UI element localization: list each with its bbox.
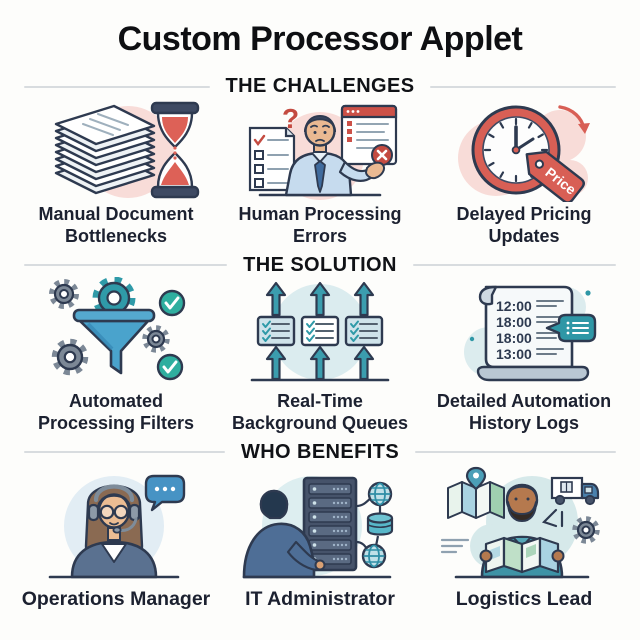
- history-scroll-icon: 12:00 18:00 18:00 13:00: [464, 285, 597, 382]
- item-label: Logistics Lead: [455, 587, 593, 610]
- item-label: Operations Manager: [21, 587, 211, 610]
- log-time: 18:00: [496, 330, 532, 346]
- item-label: Human Processing Errors: [238, 204, 402, 246]
- logistics-lead-icon: [440, 466, 600, 579]
- log-time: 18:00: [496, 314, 532, 330]
- challenge-item-bottlenecks: Manual Document Bottlenecks: [16, 98, 216, 248]
- solution-item-logs: 12:00 18:00 18:00 13:00: [424, 277, 624, 435]
- funnel-gears-icon: [49, 276, 186, 381]
- benefit-item-it-admin: IT Administrator: [220, 464, 420, 612]
- item-label: Manual Document Bottlenecks: [38, 204, 194, 246]
- section-heading: THE CHALLENGES: [225, 75, 415, 97]
- confused-worker-error-icon: ?: [248, 103, 398, 200]
- challenge-item-pricing: Price Delayed Pricing Updates: [424, 98, 624, 248]
- document-stack-hourglass-icon: [54, 101, 200, 199]
- log-time: 12:00: [496, 298, 532, 314]
- operations-manager-icon: [48, 474, 186, 579]
- solution-item-filters: Automated Processing Filters: [16, 276, 216, 435]
- item-label: Automated Processing Filters: [37, 390, 195, 433]
- divider-line: [412, 264, 616, 267]
- challenges-row: Manual Document Bottlenecks ?: [0, 98, 640, 248]
- benefit-item-logistics: Logistics Lead: [424, 464, 624, 612]
- solution-item-queues: Real-Time Background Queues: [220, 277, 420, 435]
- section-heading: WHO BENEFITS: [240, 440, 400, 463]
- benefits-row: Operations Manager: [0, 464, 640, 612]
- it-administrator-icon: [242, 475, 394, 579]
- divider-line: [24, 264, 228, 267]
- queue-arrows-icon: [250, 281, 390, 382]
- divider-line: [430, 85, 617, 88]
- log-time: 13:00: [496, 346, 532, 362]
- question-mark-glyph: ?: [282, 103, 299, 134]
- section-heading: THE SOLUTION: [243, 253, 397, 276]
- section-header-challenges: THE CHALLENGES: [0, 75, 640, 98]
- item-label: IT Administrator: [245, 587, 395, 610]
- item-label: Delayed Pricing Updates: [456, 204, 592, 246]
- page-title: Custom Processor Applet: [117, 20, 523, 58]
- benefit-item-operations: Operations Manager: [16, 464, 216, 612]
- divider-line: [24, 451, 225, 454]
- solution-row: Automated Processing Filters: [0, 276, 640, 435]
- challenge-item-errors: ?: [220, 98, 420, 248]
- section-header-solution: THE SOLUTION: [0, 254, 640, 277]
- item-label: Detailed Automation History Logs: [436, 390, 612, 433]
- divider-line: [24, 85, 210, 88]
- item-label: Real-Time Background Queues: [231, 390, 409, 433]
- section-header-benefits: WHO BENEFITS: [0, 441, 640, 464]
- divider-line: [415, 451, 617, 454]
- clock-price-tag-icon: Price: [458, 105, 590, 202]
